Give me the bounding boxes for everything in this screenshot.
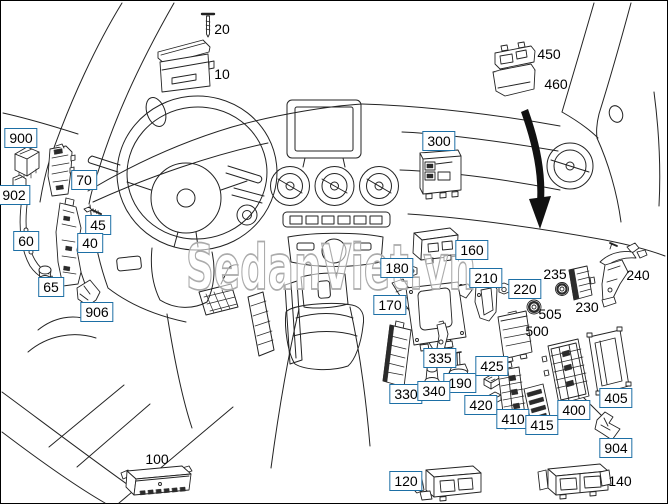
accelerator-pedal <box>247 291 275 357</box>
part-300-module <box>419 149 462 200</box>
part-label-300[interactable]: 300 <box>422 131 456 151</box>
part-label-45[interactable]: 45 <box>85 215 111 235</box>
part-100-module <box>120 465 193 496</box>
part-label-405[interactable]: 405 <box>599 388 633 408</box>
brake-pedal <box>198 264 239 316</box>
part-505-grommet <box>526 299 542 315</box>
part-460-bracket <box>492 63 536 97</box>
part-label-330[interactable]: 330 <box>389 384 423 404</box>
part-label-460: 460 <box>544 76 568 92</box>
part-label-900[interactable]: 900 <box>4 128 38 148</box>
part-235-grommet <box>555 282 569 296</box>
part-label-415[interactable]: 415 <box>525 415 559 435</box>
part-label-160[interactable]: 160 <box>455 240 489 260</box>
part-230-module <box>568 265 596 301</box>
part-120-module <box>412 465 482 502</box>
part-label-40[interactable]: 40 <box>77 233 103 253</box>
part-label-220[interactable]: 220 <box>508 279 542 299</box>
mirror-shape <box>145 97 167 127</box>
part-label-60[interactable]: 60 <box>13 231 39 251</box>
part-405-frame <box>586 326 632 396</box>
part-label-120[interactable]: 120 <box>389 471 423 491</box>
part-label-20: 20 <box>214 21 230 37</box>
part-label-180[interactable]: 180 <box>380 258 414 278</box>
part-500-module <box>497 310 533 363</box>
part-70-module <box>47 143 76 197</box>
part-label-170[interactable]: 170 <box>373 295 407 315</box>
part-label-240: 240 <box>626 267 650 283</box>
part-label-500: 500 <box>525 323 549 339</box>
steering-wheel <box>116 95 278 251</box>
down-arrow-icon <box>521 109 551 229</box>
button-strip <box>282 211 391 228</box>
right-air-vent <box>546 142 594 190</box>
part-label-906[interactable]: 906 <box>80 302 114 322</box>
parts-drawings <box>12 12 648 502</box>
part-140-module <box>537 463 612 500</box>
part-label-210[interactable]: 210 <box>469 268 503 288</box>
center-air-vents <box>270 166 399 206</box>
center-display <box>286 99 362 168</box>
seat-and-console <box>270 272 371 469</box>
part-label-70[interactable]: 70 <box>71 170 97 190</box>
part-label-450: 450 <box>537 46 561 62</box>
part-10-module <box>157 39 215 93</box>
start-button-shape <box>236 204 258 226</box>
part-900-relay <box>14 146 40 180</box>
part-450-module <box>494 41 536 70</box>
part-label-904[interactable]: 904 <box>599 438 633 458</box>
part-label-902[interactable]: 902 <box>0 185 31 205</box>
part-906-bracket <box>76 279 101 307</box>
part-label-230: 230 <box>575 299 599 315</box>
part-label-400[interactable]: 400 <box>557 400 591 420</box>
part-label-65[interactable]: 65 <box>38 277 64 297</box>
part-240-bracket <box>599 242 648 308</box>
part-label-505: 505 <box>538 306 562 322</box>
part-label-235: 235 <box>543 266 567 282</box>
part-label-335[interactable]: 335 <box>423 348 457 368</box>
part-label-140: 140 <box>608 473 632 489</box>
part-400-fusebox <box>541 338 590 409</box>
part-20-screw <box>200 12 216 38</box>
part-label-340[interactable]: 340 <box>417 381 451 401</box>
part-label-10: 10 <box>214 66 230 82</box>
part-label-420[interactable]: 420 <box>464 395 498 415</box>
part-label-100: 100 <box>145 451 169 467</box>
part-904-bracket <box>594 411 621 441</box>
part-40-bracket <box>55 197 82 287</box>
part-45-bolt <box>83 206 102 215</box>
part-label-425[interactable]: 425 <box>475 356 509 376</box>
part-160-module <box>412 227 459 265</box>
